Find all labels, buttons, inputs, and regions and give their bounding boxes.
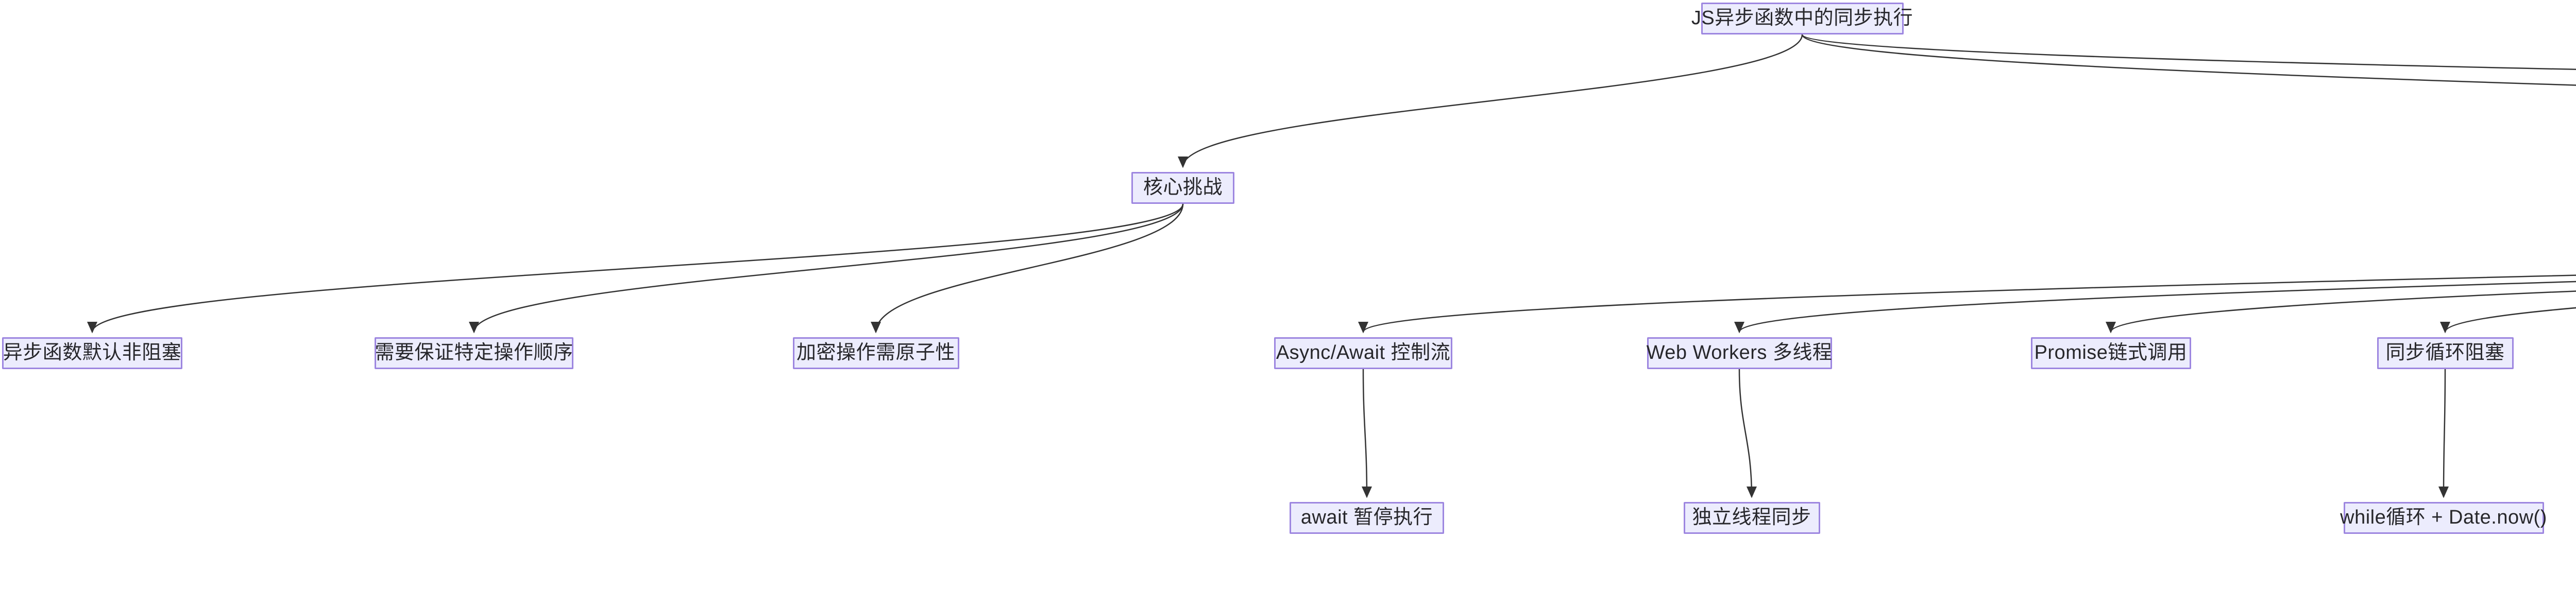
node-l3b4[interactable]: 同步循环阻塞 bbox=[2377, 337, 2514, 369]
node-label: 异步函数默认非阻塞 bbox=[3, 342, 182, 364]
node-l3a2[interactable]: 需要保证特定操作顺序 bbox=[375, 337, 573, 369]
node-label: while循环 + Date.now() bbox=[2340, 507, 2547, 529]
edge-l2a-to-l3a1 bbox=[87, 203, 1184, 334]
node-root[interactable]: JS异步函数中的同步执行 bbox=[1691, 3, 1913, 34]
edge-l2b-to-l3b2 bbox=[1734, 281, 2576, 334]
node-l2a[interactable]: 核心挑战 bbox=[1131, 172, 1234, 204]
node-label: await 暂停执行 bbox=[1300, 507, 1433, 529]
edge-l2a-to-l3a3 bbox=[871, 203, 1184, 334]
node-l3b2[interactable]: Web Workers 多线程 bbox=[1647, 337, 1832, 369]
edge-root-to-l2b bbox=[1801, 34, 2576, 86]
edge-l2b-to-l3b3 bbox=[2106, 290, 2576, 334]
edge-paths bbox=[87, 34, 2576, 498]
node-label: JS异步函数中的同步执行 bbox=[1691, 7, 1913, 29]
node-l3a1[interactable]: 异步函数默认非阻塞 bbox=[2, 337, 182, 369]
edge-l2b-to-l3b4 bbox=[2440, 307, 2576, 334]
node-l4b2[interactable]: 独立线程同步 bbox=[1683, 502, 1820, 534]
edge-l3b2-to-l4b2 bbox=[1738, 369, 1757, 498]
node-label: Async/Await 控制流 bbox=[1276, 342, 1451, 364]
node-l3b3[interactable]: Promise链式调用 bbox=[2030, 337, 2191, 369]
node-label: 加密操作需原子性 bbox=[796, 342, 956, 364]
node-label: 核心挑战 bbox=[1143, 177, 1223, 199]
node-l4b3[interactable]: while循环 + Date.now() bbox=[2340, 502, 2547, 534]
edge-root-to-l2a bbox=[1178, 34, 1803, 168]
node-label: 独立线程同步 bbox=[1692, 507, 1811, 529]
node-label: Web Workers 多线程 bbox=[1646, 342, 1833, 364]
node-l4b1[interactable]: await 暂停执行 bbox=[1290, 502, 1444, 534]
node-l3b1[interactable]: Async/Await 控制流 bbox=[1274, 337, 1452, 369]
node-label: Promise链式调用 bbox=[2034, 342, 2188, 364]
node-label: 同步循环阻塞 bbox=[2385, 342, 2505, 364]
edge-l2a-to-l3a2 bbox=[469, 203, 1184, 334]
node-label: 需要保证特定操作顺序 bbox=[375, 342, 573, 364]
node-l3a3[interactable]: 加密操作需原子性 bbox=[792, 337, 959, 369]
edge-l3b1-to-l4b1 bbox=[1361, 369, 1372, 498]
edge-l2b-to-l3b1 bbox=[1359, 274, 2576, 334]
edge-l3b4-to-l4b3 bbox=[2438, 369, 2449, 498]
edge-root-to-l2c bbox=[1801, 34, 2576, 71]
